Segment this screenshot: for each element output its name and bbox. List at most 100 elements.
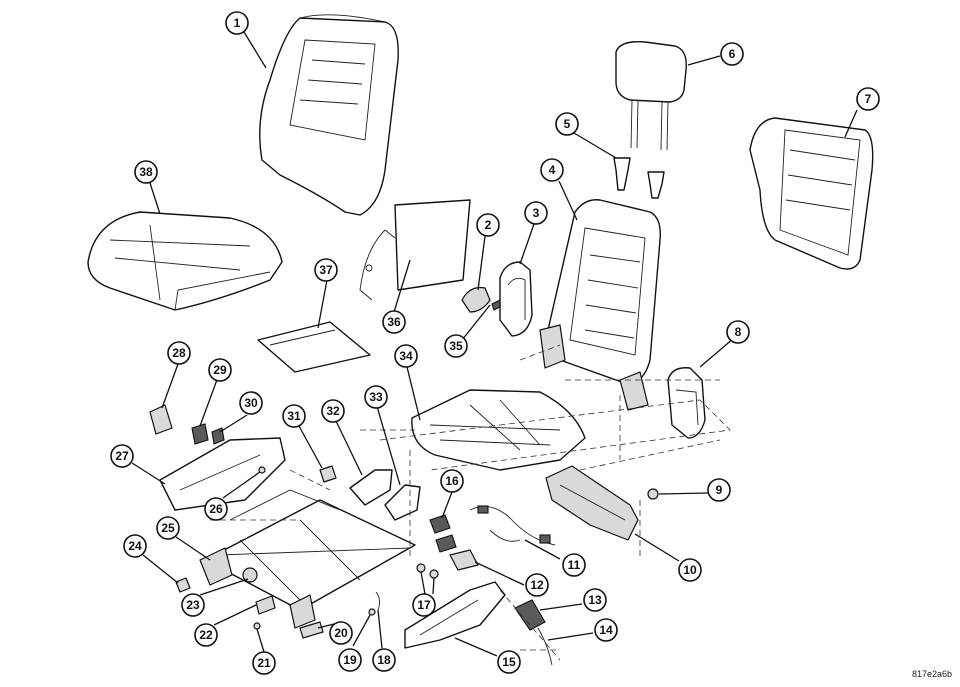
callout-9: 9 (707, 478, 731, 502)
callout-24: 24 (123, 534, 147, 558)
svg-text:16: 16 (445, 474, 459, 488)
svg-text:17: 17 (417, 598, 431, 612)
part-connector-16 (429, 514, 457, 553)
part-wiring-harness (469, 505, 556, 546)
callout-27: 27 (110, 444, 134, 468)
callout-33: 33 (364, 385, 388, 409)
callout-6: 6 (720, 42, 744, 66)
callout-21: 21 (252, 651, 276, 675)
svg-text:10: 10 (683, 563, 697, 577)
callout-17: 17 (412, 593, 436, 617)
part-seatback-frame (539, 199, 661, 411)
callout-16: 16 (440, 469, 464, 493)
part-back-panel (359, 199, 471, 301)
part-knobs (191, 423, 225, 445)
part-rear-back-panel (749, 117, 874, 270)
svg-text:21: 21 (257, 656, 271, 670)
part-seat-board (257, 321, 371, 373)
svg-text:36: 36 (387, 315, 401, 329)
svg-text:20: 20 (334, 626, 348, 640)
part-nuts-17 (416, 563, 439, 579)
callout-37: 37 (314, 258, 338, 282)
callout-34: 34 (394, 344, 418, 368)
svg-text:22: 22 (199, 628, 213, 642)
callout-15: 15 (497, 650, 521, 674)
part-side-cover (667, 367, 706, 439)
callout-23: 23 (181, 593, 205, 617)
callout-8: 8 (726, 320, 750, 344)
svg-text:19: 19 (343, 653, 357, 667)
callout-12: 12 (525, 573, 549, 597)
svg-text:38: 38 (139, 165, 153, 179)
callout-22: 22 (194, 623, 218, 647)
callout-7: 7 (856, 87, 880, 111)
part-bushing-31 (319, 465, 337, 483)
svg-text:31: 31 (287, 409, 301, 423)
svg-text:4: 4 (549, 163, 556, 177)
callout-35: 35 (444, 334, 468, 358)
svg-text:18: 18 (377, 653, 391, 667)
svg-text:32: 32 (326, 404, 340, 418)
svg-text:8: 8 (735, 325, 742, 339)
callout-31: 31 (282, 404, 306, 428)
callout-18: 18 (372, 648, 396, 672)
svg-text:2: 2 (485, 218, 492, 232)
callout-26: 26 (204, 497, 228, 521)
svg-text:35: 35 (449, 339, 463, 353)
part-module-12 (449, 549, 479, 571)
part-seatback-cushion (259, 14, 399, 216)
svg-text:11: 11 (568, 558, 581, 572)
svg-text:34: 34 (399, 349, 413, 363)
assembly-guide-lines (210, 344, 731, 661)
svg-text:7: 7 (865, 92, 872, 106)
part-side-trim-27 (159, 437, 286, 511)
part-bracket-22 (253, 595, 276, 630)
callout-11: 11 (562, 553, 586, 577)
part-riser-cover-33 (384, 484, 421, 521)
part-bolt-9 (647, 488, 659, 500)
callout-2: 2 (476, 213, 500, 237)
part-outboard-trim (545, 465, 639, 541)
svg-text:12: 12 (530, 578, 544, 592)
callout-4: 4 (540, 158, 564, 182)
part-riser-cover (349, 469, 393, 506)
callout-28: 28 (167, 341, 191, 365)
svg-text:6: 6 (729, 47, 736, 61)
part-nut-24 (175, 577, 191, 593)
part-inboard-shield (404, 581, 506, 649)
svg-text:29: 29 (213, 363, 227, 377)
svg-text:24: 24 (128, 539, 142, 553)
callout-20: 20 (329, 621, 353, 645)
callout-5: 5 (555, 112, 579, 136)
callout-29: 29 (208, 358, 232, 382)
svg-text:26: 26 (209, 502, 223, 516)
svg-text:14: 14 (599, 623, 613, 637)
part-switch-cover (149, 404, 173, 435)
part-side-shield (499, 261, 533, 337)
callout-10: 10 (678, 558, 702, 582)
svg-text:23: 23 (186, 598, 200, 612)
callout-38: 38 (134, 160, 158, 184)
svg-text:13: 13 (588, 593, 602, 607)
callout-14: 14 (594, 618, 618, 642)
svg-text:5: 5 (564, 117, 571, 131)
callout-32: 32 (321, 399, 345, 423)
part-headrest (615, 41, 687, 151)
callout-1: 1 (225, 11, 249, 35)
figure-code: 817e2a6b (911, 669, 952, 679)
part-headrest-guides (613, 157, 665, 199)
svg-text:27: 27 (115, 449, 129, 463)
callout-3: 3 (524, 201, 548, 225)
part-parts-18-20 (299, 591, 381, 639)
svg-text:3: 3 (533, 206, 540, 220)
svg-text:9: 9 (716, 483, 723, 497)
part-seat-cushion (87, 211, 283, 311)
callout-13: 13 (583, 588, 607, 612)
part-belt-buckle (514, 599, 553, 666)
svg-text:25: 25 (161, 521, 175, 535)
part-seat-track (199, 489, 416, 629)
leader-lines (131, 31, 858, 657)
callout-30: 30 (239, 391, 263, 415)
